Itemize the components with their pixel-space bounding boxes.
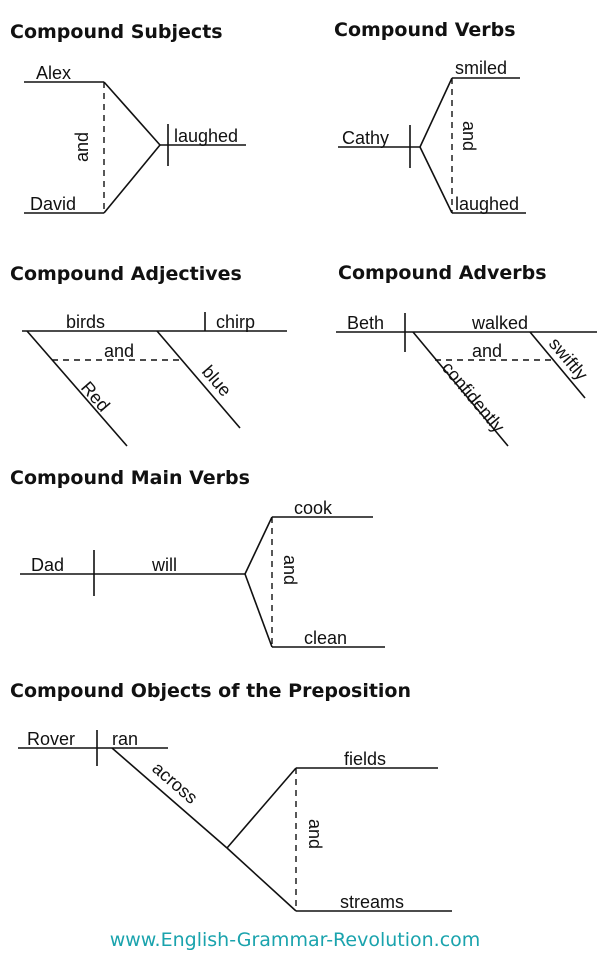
object-1-word: fields	[344, 749, 386, 769]
adjective-2-word: blue	[198, 362, 235, 401]
compound-adverbs-diagram: Compound Adverbs Beth walked and confide…	[336, 262, 597, 447]
object-2-word: streams	[340, 892, 404, 912]
conjunction-word: and	[72, 132, 92, 162]
footer-url: www.English-Grammar-Revolution.com	[110, 929, 481, 951]
compound-subjects-diagram: Compound Subjects Alex David laughed and	[10, 21, 246, 214]
compound-verbs-diagram: Compound Verbs Cathy smiled laughed and	[334, 19, 526, 214]
subject-word: Beth	[347, 313, 384, 333]
adjective-1-slant-line	[26, 330, 128, 447]
heading-compound-adverbs: Compound Adverbs	[338, 262, 547, 284]
adverb-2-slant-line	[529, 331, 586, 399]
adverb-1-word: confidently	[438, 358, 509, 437]
compound-adjectives-diagram: Compound Adjectives birds chirp and Red …	[10, 263, 287, 447]
heading-compound-main-verbs: Compound Main Verbs	[10, 467, 250, 489]
upper-fork-line	[103, 81, 161, 146]
upper-fork-line	[226, 767, 297, 849]
lower-fork-line	[244, 573, 273, 648]
verb-1-word: cook	[294, 498, 333, 518]
verb-word: chirp	[216, 312, 255, 332]
lower-fork-line	[419, 146, 453, 214]
subject-word: Rover	[27, 729, 75, 749]
preposition-slant-line	[111, 747, 228, 849]
upper-fork-line	[419, 77, 453, 148]
adjective-1-word: Red	[77, 378, 114, 416]
verb-word: walked	[471, 313, 528, 333]
conjunction-word: and	[104, 341, 134, 361]
verb-word: laughed	[174, 126, 238, 146]
lower-fork-line	[103, 144, 161, 214]
subject-word: birds	[66, 312, 105, 332]
heading-compound-adjectives: Compound Adjectives	[10, 263, 242, 285]
verb-word: ran	[112, 729, 138, 749]
conjunction-word: and	[472, 341, 502, 361]
subject-word: Cathy	[342, 128, 389, 148]
subject-word: Dad	[31, 555, 64, 575]
compound-objects-preposition-diagram: Compound Objects of the Preposition Rove…	[10, 680, 452, 912]
heading-compound-subjects: Compound Subjects	[10, 21, 223, 43]
lower-fork-line	[226, 847, 297, 912]
upper-fork-line	[244, 516, 273, 575]
verb-1-word: smiled	[455, 58, 507, 78]
adjective-2-slant-line	[156, 330, 241, 429]
heading-compound-objects-of-preposition: Compound Objects of the Preposition	[10, 680, 411, 702]
subject-1-word: Alex	[36, 63, 71, 83]
preposition-word: across	[148, 758, 201, 808]
subject-2-word: David	[30, 194, 76, 214]
adverb-1-slant-line	[412, 331, 509, 447]
verb-2-word: clean	[304, 628, 347, 648]
conjunction-word: and	[459, 121, 479, 151]
heading-compound-verbs: Compound Verbs	[334, 19, 516, 41]
compound-main-verbs-diagram: Compound Main Verbs Dad will cook clean …	[10, 467, 385, 648]
conjunction-word: and	[280, 555, 300, 585]
conjunction-word: and	[305, 819, 325, 849]
helping-verb-word: will	[151, 555, 177, 575]
verb-2-word: laughed	[455, 194, 519, 214]
